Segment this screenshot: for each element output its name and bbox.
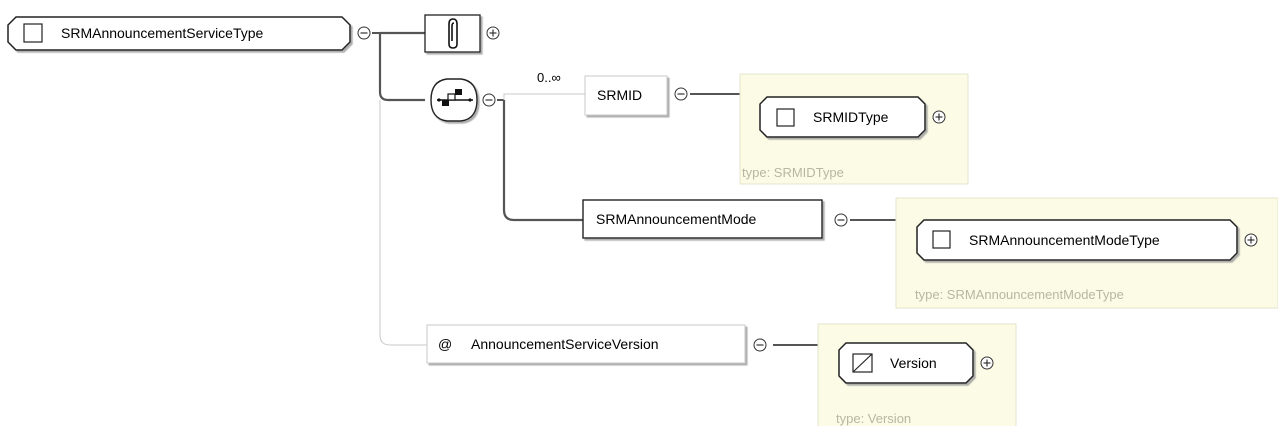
- collapse-icon[interactable]: [357, 26, 371, 40]
- complex-type-icon: [932, 230, 951, 249]
- type-node-srmannouncementmodetype[interactable]: SRMAnnouncementModeType: [916, 219, 1238, 261]
- connectors: [372, 31, 896, 346]
- srmid-connector: [503, 93, 585, 100]
- collapse-icon[interactable]: [753, 338, 767, 352]
- complex-type-icon: [23, 23, 43, 43]
- expand-icon[interactable]: [1244, 233, 1258, 247]
- attribute-label: AnnouncementServiceVersion: [471, 336, 659, 352]
- element-label: SRMAnnouncementMode: [596, 211, 757, 227]
- type-node-version[interactable]: Version: [838, 342, 974, 384]
- collapse-icon[interactable]: [482, 93, 496, 107]
- sequence-connector: [378, 33, 425, 102]
- attribute-announcementserviceversion[interactable]: @ AnnouncementServiceVersion: [426, 324, 746, 364]
- element-label: SRMID: [597, 87, 642, 103]
- mode-connector: [502, 100, 583, 222]
- occurrence-label: 0..∞: [537, 70, 561, 85]
- type-caption: type: SRMIDType: [742, 165, 844, 180]
- expand-icon[interactable]: [932, 110, 946, 124]
- collapse-icon[interactable]: [674, 87, 688, 101]
- complex-type-icon: [776, 108, 795, 127]
- sequence-compositor-icon: [437, 89, 473, 106]
- attribute-connector: [379, 100, 427, 346]
- root-type-node[interactable]: SRMAnnouncementServiceType: [7, 16, 351, 51]
- expand-icon[interactable]: [980, 356, 994, 370]
- type-panel-version: Version type: Version: [817, 323, 1017, 426]
- type-label: SRMAnnouncementModeType: [969, 232, 1160, 248]
- type-label: Version: [890, 355, 937, 371]
- root-type-label: SRMAnnouncementServiceType: [61, 25, 264, 41]
- attribute-prefix: @: [438, 336, 452, 352]
- type-panel-srmannouncementmode: SRMAnnouncementModeType type: SRMAnnounc…: [895, 197, 1278, 309]
- element-srmannouncementmode[interactable]: SRMAnnouncementMode: [582, 199, 823, 239]
- sequence-node[interactable]: [430, 78, 478, 122]
- collapse-icon[interactable]: [834, 213, 848, 227]
- type-caption: type: Version: [836, 411, 911, 426]
- type-panel-srmid: SRMIDType type: SRMIDType: [739, 73, 969, 185]
- type-node-srmidtype[interactable]: SRMIDType: [759, 96, 926, 138]
- element-srmid[interactable]: SRMID: [584, 75, 668, 116]
- expand-icon[interactable]: [486, 26, 500, 40]
- annotation-paperclip-icon: [448, 18, 458, 49]
- type-label: SRMIDType: [813, 109, 889, 125]
- annotation-node[interactable]: [424, 14, 481, 53]
- type-caption: type: SRMAnnouncementModeType: [915, 287, 1124, 302]
- simple-type-icon: [852, 353, 873, 373]
